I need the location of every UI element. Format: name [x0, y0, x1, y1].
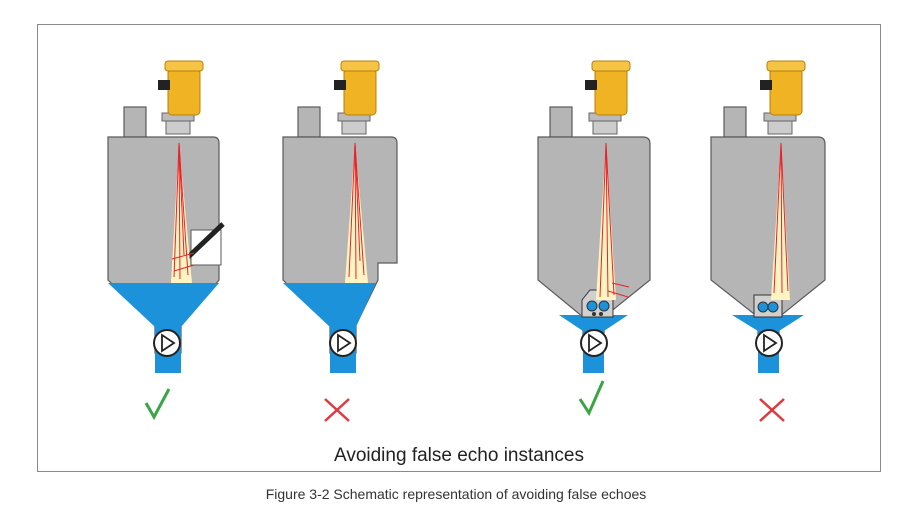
silo-inlet: [723, 106, 747, 138]
silo-inlet: [297, 106, 321, 138]
echo-arrows: [773, 142, 789, 294]
pump-icon: [153, 329, 181, 357]
radar-sensor-icon: [585, 60, 631, 135]
radar-sensor-icon: [760, 60, 806, 135]
silo-inlet: [549, 106, 573, 138]
echo-arrows: [348, 142, 365, 280]
figure-frame: Avoiding false echo instances: [37, 24, 881, 472]
deflector-plate: [182, 222, 225, 263]
diagram-title: Avoiding false echo instances: [334, 445, 584, 466]
checkmark-icon: [144, 388, 171, 421]
echo-arrows: [171, 142, 195, 280]
checkmark-icon: [578, 380, 605, 417]
panel-1: [107, 60, 225, 421]
outlet-pipe: [330, 353, 356, 373]
radar-sensor-icon: [334, 60, 380, 135]
liquid: [732, 315, 804, 337]
panel-2: [282, 60, 398, 422]
echo-arrows: [599, 142, 630, 298]
cross-icon: [759, 398, 785, 422]
pump-icon: [329, 329, 357, 357]
agitator-icon: [753, 294, 783, 318]
figure-caption: Figure 3-2 Schematic representation of a…: [265, 486, 647, 502]
radar-beam: [171, 143, 192, 283]
liquid: [108, 283, 219, 353]
silo-inlet: [123, 106, 147, 138]
radar-sensor-icon: [158, 60, 204, 135]
pump-icon: [755, 329, 783, 357]
silo-diagram: [107, 60, 826, 422]
panel-3: [537, 60, 651, 417]
pump-icon: [580, 329, 608, 357]
outlet-pipe: [155, 353, 181, 373]
panel-4: [710, 60, 826, 422]
liquid: [559, 315, 628, 337]
cross-icon: [324, 398, 350, 422]
agitator-icon: [581, 289, 614, 318]
